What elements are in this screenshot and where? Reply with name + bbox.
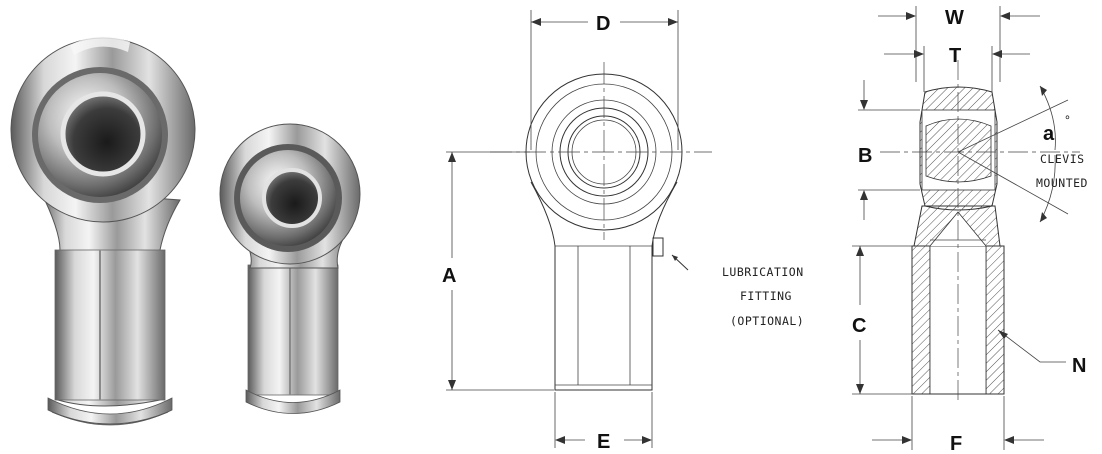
note-lubrication-line1: LUBRICATION [722, 265, 804, 279]
dimension-label-c: C [852, 315, 866, 337]
dimension-label-w: W [945, 7, 964, 29]
dimension-label-t: T [949, 45, 961, 67]
note-clevis-line1: CLEVIS [1040, 152, 1085, 166]
photo-rod-end-small [219, 123, 361, 414]
note-lubrication-line2: FITTING [740, 289, 792, 303]
degree-symbol: ° [1064, 113, 1071, 127]
dimension-label-d: D [596, 13, 610, 35]
front-view-drawing [446, 10, 712, 448]
dimension-label-a-angle: a [1043, 123, 1055, 145]
note-lubrication-line3: (OPTIONAL) [730, 314, 804, 328]
dimension-label-f: F [950, 433, 962, 454]
dimension-label-n: N [1072, 355, 1086, 377]
note-clevis-line2: MOUNTED [1036, 176, 1088, 190]
dimension-label-b: B [858, 145, 872, 167]
photo-rod-end-large [10, 36, 196, 426]
section-view-drawing [852, 6, 1080, 450]
dimension-label-a: A [442, 265, 456, 287]
dimension-label-e: E [597, 431, 610, 453]
